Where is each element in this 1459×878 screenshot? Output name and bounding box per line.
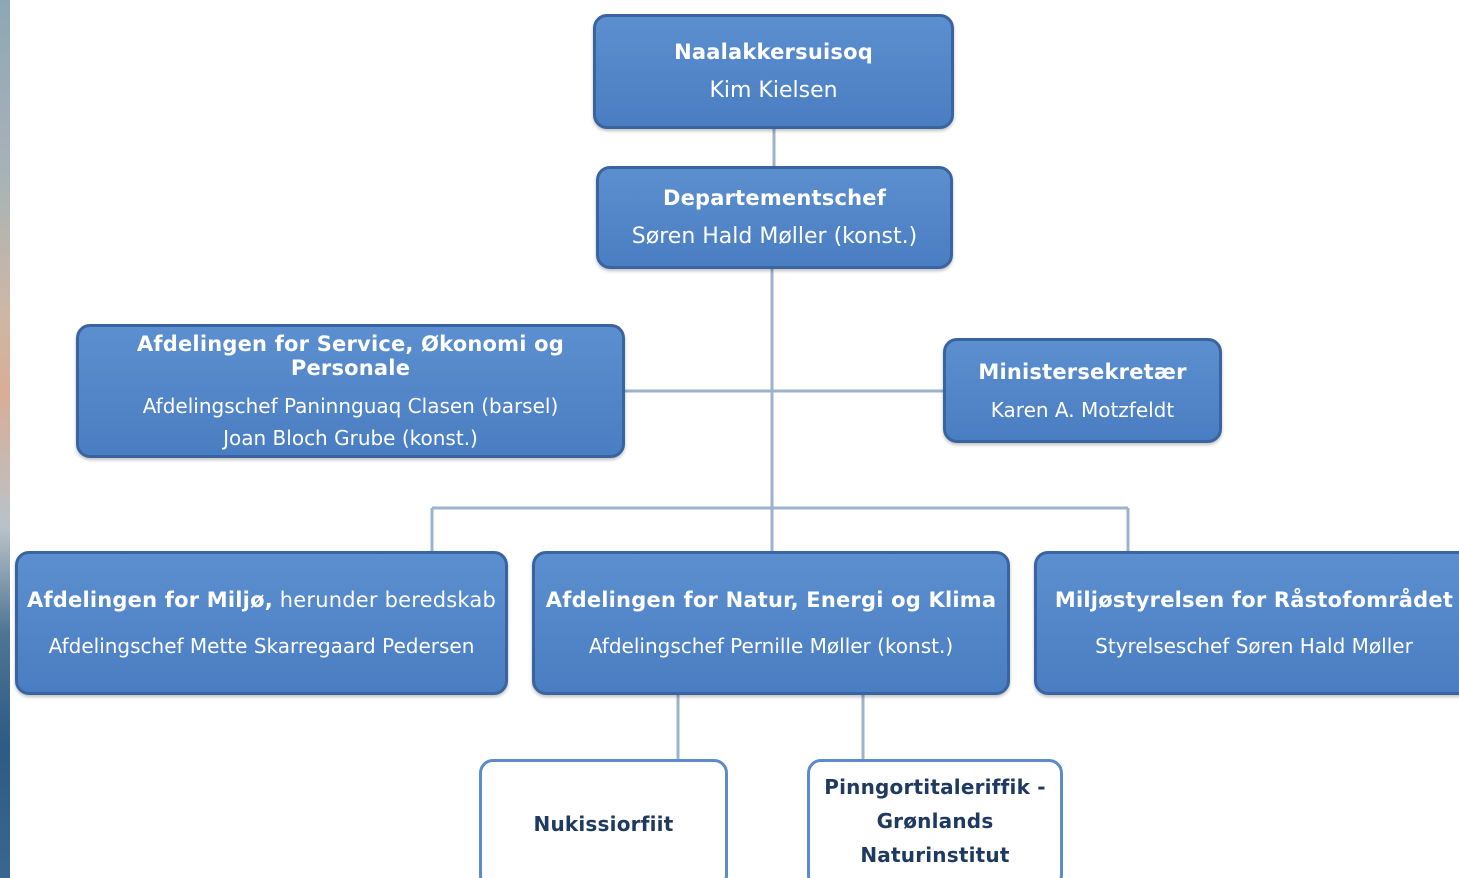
node-line: Joan Bloch Grube (konst.)	[223, 426, 478, 450]
node-title-bold: Afdelingen for Miljø,	[27, 588, 273, 612]
node-afdelingen-miljo: Afdelingen for Miljø, herunder beredskab…	[15, 551, 508, 695]
node-line: Grønlands	[876, 809, 994, 833]
node-line: Pinngortitaleriffik -	[824, 775, 1046, 799]
node-name: Afdelingschef Mette Skarregaard Pedersen	[48, 634, 475, 658]
background-photo-edge	[0, 0, 10, 878]
node-service-oekonomi-personale: Afdelingen for Service, Økonomi og Perso…	[76, 324, 625, 458]
node-title: Afdelingen for Service, Økonomi og Perso…	[136, 332, 565, 380]
node-afdelingen-natur-energi-klima: Afdelingen for Natur, Energi og Klima Af…	[532, 551, 1010, 695]
node-title: Ministersekretær	[978, 359, 1187, 384]
node-name: Kim Kielsen	[709, 78, 838, 103]
node-naalakkersuisoq: Naalakkersuisoq Kim Kielsen	[593, 14, 954, 129]
node-name: Karen A. Motzfeldt	[990, 397, 1175, 422]
node-name: Styrelseschef Søren Hald Møller	[1095, 634, 1413, 658]
node-line: Naturinstitut	[860, 843, 1010, 867]
node-title: Departementschef	[662, 186, 887, 210]
node-departementschef: Departementschef Søren Hald Møller (kons…	[596, 166, 953, 269]
node-miljostyrelsen-raastof: Miljøstyrelsen for Råstofområdet Styrels…	[1034, 551, 1459, 695]
node-title-rest: herunder beredskab	[272, 588, 496, 612]
node-title: Nukissiorfiit	[533, 812, 674, 836]
node-line: Afdelingschef Paninnguaq Clasen (barsel)	[142, 394, 559, 418]
node-pinngortitaleriffik: Pinngortitaleriffik - Grønlands Naturins…	[807, 759, 1063, 878]
node-title: Miljøstyrelsen for Råstofområdet	[1054, 588, 1454, 612]
node-nukissiorfiit: Nukissiorfiit	[479, 759, 728, 878]
node-name: Søren Hald Møller (konst.)	[631, 224, 918, 249]
node-name: Afdelingschef Pernille Møller (konst.)	[588, 634, 954, 658]
node-title: Afdelingen for Miljø, herunder beredskab	[27, 588, 496, 612]
node-ministersekretaer: Ministersekretær Karen A. Motzfeldt	[943, 338, 1222, 443]
node-title: Naalakkersuisoq	[674, 40, 873, 64]
node-title: Afdelingen for Natur, Energi og Klima	[545, 588, 997, 612]
